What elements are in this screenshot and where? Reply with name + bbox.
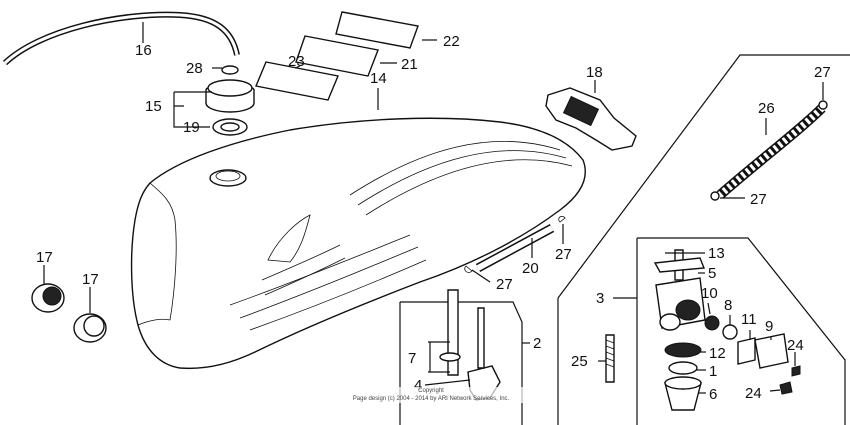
callout-19: 19 — [183, 119, 200, 136]
copyright-line-2: Page design (c) 2004 - 2014 by ARI Netwo… — [352, 396, 510, 402]
o-ring-1[interactable] — [668, 361, 698, 375]
callout-14: 14 — [370, 70, 387, 87]
callout-27-hose: 27 — [750, 191, 767, 208]
callout-17-right: 17 — [82, 271, 99, 288]
screw-24-top[interactable] — [791, 365, 801, 377]
o-ring-12[interactable] — [664, 342, 702, 358]
callout-27-tube-right: 27 — [555, 246, 572, 263]
filter-pipe[interactable] — [447, 289, 459, 376]
tube-clip-left[interactable] — [464, 265, 473, 273]
cap-gasket[interactable] — [212, 118, 248, 136]
hose-clip-bottom[interactable] — [710, 191, 720, 201]
copyright-notice: Copyright Page design (c) 2004 - 2014 by… — [336, 387, 526, 403]
callout-25: 25 — [571, 353, 588, 370]
pad-23[interactable] — [255, 61, 339, 101]
callout-18: 18 — [586, 64, 603, 81]
callout-4: 4 — [414, 377, 422, 394]
leader-lines — [43, 22, 824, 394]
lever-10[interactable] — [704, 315, 720, 331]
callout-5: 5 — [708, 265, 716, 282]
washer-8[interactable] — [722, 324, 738, 340]
fuel-tank[interactable] — [130, 117, 586, 370]
cover-9[interactable] — [754, 333, 789, 369]
screw-24-bottom[interactable] — [779, 381, 793, 395]
callout-27-top: 27 — [814, 64, 831, 81]
callout-23: 23 — [288, 53, 305, 70]
callout-26: 26 — [758, 100, 775, 117]
callout-17-left: 17 — [36, 249, 53, 266]
callout-15: 15 — [145, 98, 162, 115]
callout-1: 1 — [709, 363, 717, 380]
callout-labels: 16 28 15 19 23 22 21 14 18 27 26 27 17 1… — [36, 33, 831, 403]
fuel-valve-inset-box — [399, 301, 523, 425]
callout-11: 11 — [741, 311, 757, 328]
tube-clip-right[interactable] — [558, 215, 566, 223]
plate-11[interactable] — [737, 337, 756, 365]
gasket-13[interactable] — [653, 257, 705, 273]
callout-2: 2 — [533, 335, 541, 352]
tank-cushion-2[interactable] — [73, 313, 107, 343]
callout-7: 7 — [408, 350, 416, 367]
callout-24-lower: 24 — [745, 385, 762, 402]
fuel-cock-inset-box — [636, 237, 846, 425]
callout-12: 12 — [709, 345, 726, 362]
fuel-cap[interactable] — [205, 65, 255, 113]
pad-21[interactable] — [295, 35, 379, 77]
callout-6: 6 — [709, 386, 717, 403]
copyright-line-1: Copyright — [418, 388, 444, 394]
callout-20: 20 — [522, 260, 539, 277]
fuel-cock-inset-frame — [557, 54, 850, 299]
callout-24-upper: 24 — [787, 337, 804, 354]
callout-16: 16 — [135, 42, 152, 59]
callout-8: 8 — [724, 297, 732, 314]
callout-27-tube-left: 27 — [496, 276, 513, 293]
callout-13: 13 — [708, 245, 725, 262]
callout-22: 22 — [443, 33, 460, 50]
callout-10: 10 — [701, 285, 718, 302]
callout-21: 21 — [401, 56, 418, 73]
hose-clip-top[interactable] — [818, 100, 828, 110]
callout-3: 3 — [596, 290, 604, 307]
tank-cushion-1[interactable] — [31, 283, 65, 313]
callout-28: 28 — [186, 60, 203, 77]
callout-9: 9 — [765, 318, 773, 335]
pad-22[interactable] — [335, 11, 419, 49]
